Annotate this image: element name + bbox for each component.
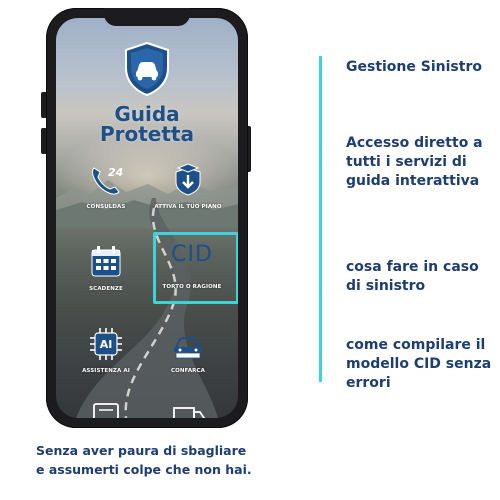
tile-assistenza-ai[interactable]: AI ASSISTENZA AI (66, 322, 146, 392)
volume-up-button (41, 92, 47, 118)
tile-partial-right[interactable] (148, 394, 228, 418)
car-logo-icon (174, 337, 202, 359)
power-button (246, 126, 251, 172)
tagline: Senza aver paura di sbagliare e assumert… (36, 441, 336, 479)
tile-label: CONFARCA (170, 368, 206, 374)
side-heading: Gestione Sinistro (346, 59, 482, 75)
tile-label: ASSISTENZA AI (82, 368, 130, 374)
app-screen: Guida Protetta 24 CONSULDAS ATTIVA IL TU… (56, 18, 238, 418)
tile-label: TORTO O RAGIONE (162, 284, 222, 290)
tile-attiva-piano[interactable]: ATTIVA IL TUO PIANO (148, 158, 228, 228)
phone-24-icon: 24 (92, 166, 123, 195)
svg-text:24: 24 (108, 166, 123, 179)
truck-icon (173, 407, 205, 418)
phone-notch (104, 8, 190, 26)
app-title-line1: Guida (114, 102, 180, 126)
document-icon (93, 403, 119, 418)
side-feature-cid: come compilare il modello CID senza erro… (346, 337, 492, 391)
tile-confarca[interactable]: CONFARCA (148, 322, 228, 392)
tile-partial-left[interactable] (66, 394, 146, 418)
tile-scadenze[interactable]: SCADENZE (66, 240, 146, 310)
tile-label: SCADENZE (89, 286, 123, 292)
highlight-frame (153, 232, 238, 304)
app-title: Guida Protetta (56, 104, 238, 144)
calendar-icon (91, 246, 121, 277)
tile-label: ATTIVA IL TUO PIANO (154, 204, 222, 210)
tagline-line1: Senza aver paura di sbagliare (36, 443, 247, 458)
shield-download-icon (175, 163, 201, 196)
accent-divider (319, 56, 322, 382)
ai-chip-icon: AI (90, 328, 122, 360)
side-feature-access: Accesso diretto a tutti i servizi di gui… (346, 135, 483, 189)
cid-icon: CID (171, 242, 213, 267)
app-title-line2: Protetta (99, 122, 194, 146)
tile-torto-o-ragione[interactable]: CID TORTO O RAGIONE (152, 232, 238, 304)
tile-label: CONSULDAS (86, 204, 126, 210)
tile-consuldas[interactable]: 24 CONSULDAS (66, 158, 146, 228)
tagline-line2: e assumerti colpe che non hai. (36, 462, 252, 477)
ai-chip-text: AI (100, 338, 113, 351)
side-feature-accident: cosa fare in caso di sinistro (346, 259, 479, 294)
volume-down-button (41, 128, 47, 154)
car-shield-logo-icon (125, 42, 169, 96)
road-background (76, 198, 218, 418)
